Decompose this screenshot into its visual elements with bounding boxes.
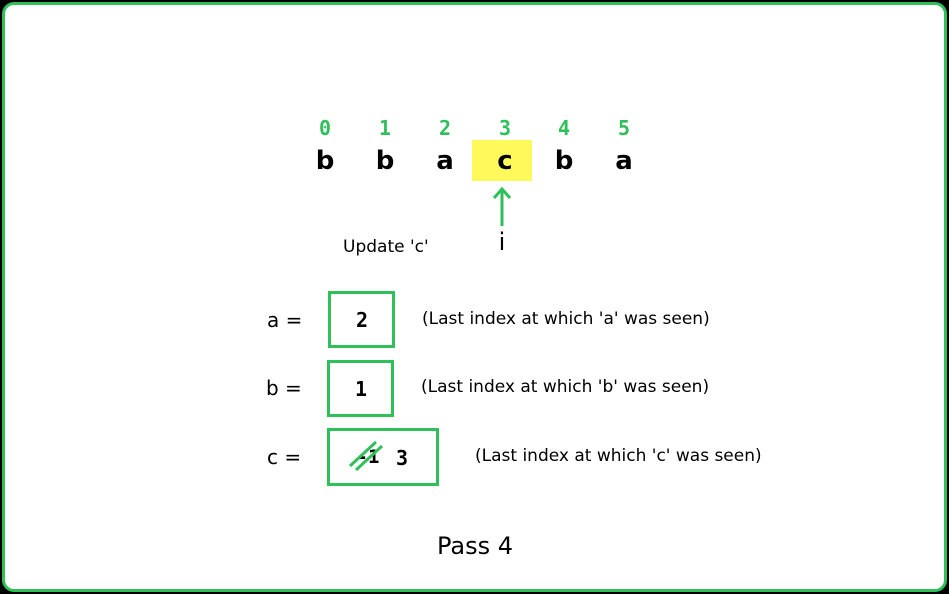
value-box-a xyxy=(328,291,395,348)
string-char: a xyxy=(436,146,454,176)
description-c: (Last index at which 'c' was seen) xyxy=(475,446,762,466)
update-note: Update 'c' xyxy=(343,237,429,257)
index-label: 0 xyxy=(318,116,332,140)
variable-name-c: c = xyxy=(267,445,302,469)
up-arrow-icon xyxy=(492,186,512,226)
index-label: 1 xyxy=(378,116,392,140)
value-b: 1 xyxy=(354,377,368,401)
index-label: 3 xyxy=(498,116,512,140)
description-b: (Last index at which 'b' was seen) xyxy=(421,377,710,397)
string-char: b xyxy=(554,146,574,176)
index-label: 2 xyxy=(438,116,452,140)
string-char: b xyxy=(315,146,335,176)
string-char: b xyxy=(375,146,395,176)
description-a: (Last index at which 'a' was seen) xyxy=(422,309,710,329)
index-label: 4 xyxy=(557,116,571,140)
value-box-b xyxy=(327,360,394,417)
index-label: 5 xyxy=(617,116,631,140)
pass-caption: Pass 4 xyxy=(436,532,513,560)
string-char-current: c xyxy=(497,146,513,176)
value-a: 2 xyxy=(355,308,369,332)
variable-name-b: b = xyxy=(266,376,302,400)
variable-name-a: a = xyxy=(267,308,303,332)
current-char-highlight xyxy=(472,140,532,181)
pointer-label: i xyxy=(498,228,506,256)
new-value-c: 3 xyxy=(395,446,409,470)
strikethrough-mark xyxy=(348,440,384,472)
value-box-c xyxy=(327,428,439,486)
string-char: a xyxy=(615,146,633,176)
